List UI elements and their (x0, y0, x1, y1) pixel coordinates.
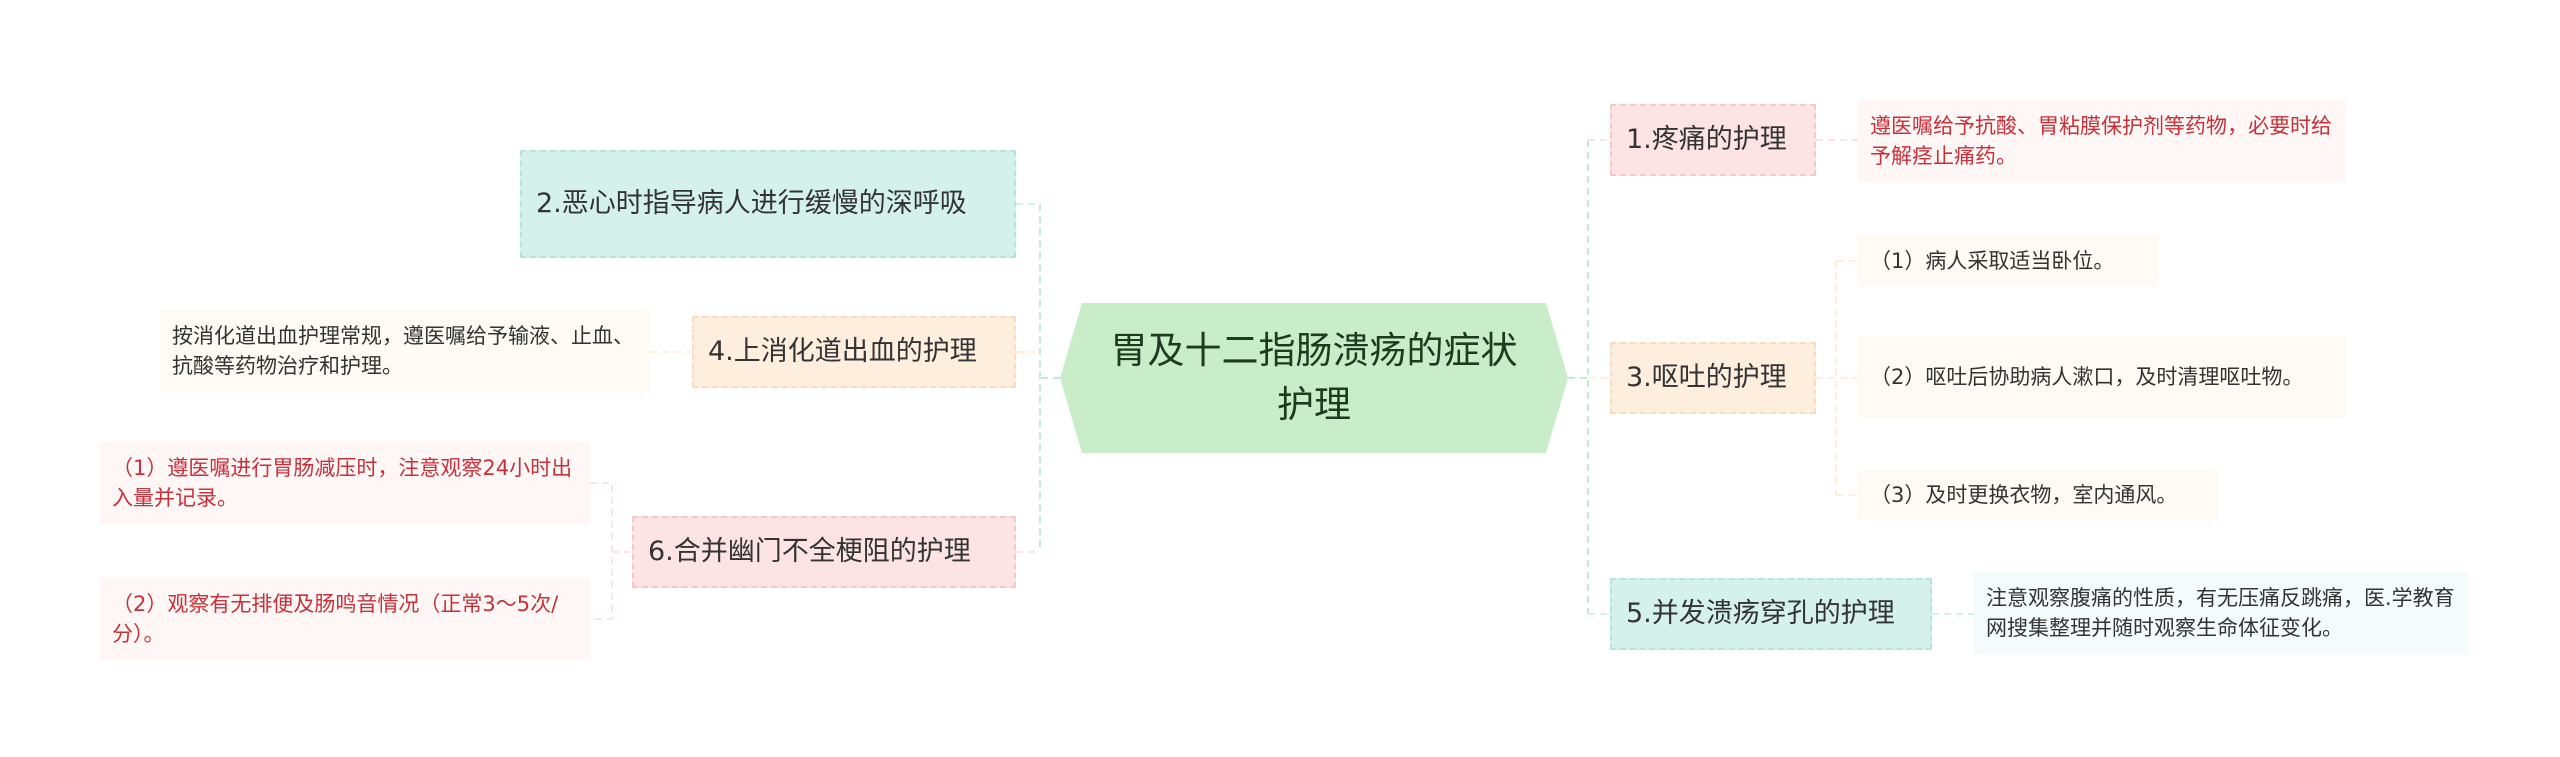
topic-vomiting-care[interactable]: 3.呕吐的护理 (1610, 342, 1816, 414)
leaf-perforation-observe: 注意观察腹痛的性质，有无压痛反跳痛，医.学教育网搜集整理并随时观察生命体征变化。 (1974, 572, 2468, 654)
topic-nausea-breathing[interactable]: 2.恶心时指导病人进行缓慢的深呼吸 (520, 150, 1016, 258)
leaf-text: 遵医嘱给予抗酸、胃粘膜保护剂等药物，必要时给予解痉止痛药。 (1870, 113, 2332, 168)
leaf-text: （3）及时更换衣物，室内通风。 (1870, 482, 2178, 507)
leaf-text: （1）遵医嘱进行胃肠减压时，注意观察24小时出入量并记录。 (112, 455, 573, 510)
root-topic-label: 胃及十二指肠溃疡的症状护理 (1110, 329, 1518, 426)
topic-label: 2.恶心时指导病人进行缓慢的深呼吸 (536, 188, 967, 220)
leaf-text: 按消化道出血护理常规，遵医嘱给予输液、止血、抗酸等药物治疗和护理。 (172, 323, 634, 378)
leaf-text: （2）观察有无排便及肠鸣音情况（正常3～5次/分）。 (112, 591, 559, 646)
topic-label: 3.呕吐的护理 (1626, 362, 1787, 394)
topic-pyloric-obstruction[interactable]: 6.合并幽门不全梗阻的护理 (632, 516, 1016, 588)
connector-leaves-pyloric (590, 482, 613, 620)
topic-perforation-care[interactable]: 5.并发溃疡穿孔的护理 (1610, 578, 1932, 650)
leaf-bowel-sounds: （2）观察有无排便及肠鸣音情况（正常3～5次/分）。 (100, 578, 590, 660)
leaf-text: 注意观察腹痛的性质，有无压痛反跳痛，医.学教育网搜集整理并随时观察生命体征变化。 (1986, 585, 2455, 640)
leaf-vomit-clothes: （3）及时更换衣物，室内通风。 (1858, 470, 2218, 520)
topic-pain-care[interactable]: 1.疼痛的护理 (1610, 104, 1816, 176)
topic-label: 4.上消化道出血的护理 (708, 336, 977, 368)
leaf-gastric-decompression: （1）遵医嘱进行胃肠减压时，注意观察24小时出入量并记录。 (100, 442, 590, 524)
topic-label: 1.疼痛的护理 (1626, 124, 1787, 156)
topic-label: 6.合并幽门不全梗阻的护理 (648, 536, 971, 568)
topic-gi-bleeding[interactable]: 4.上消化道出血的护理 (692, 316, 1016, 388)
leaf-vomit-rinse: （2）呕吐后协助病人漱口，及时清理呕吐物。 (1858, 336, 2346, 418)
leaf-pain-medication: 遵医嘱给予抗酸、胃粘膜保护剂等药物，必要时给予解痉止痛药。 (1858, 100, 2346, 182)
leaf-text: （1）病人采取适当卧位。 (1870, 248, 2115, 273)
topic-label: 5.并发溃疡穿孔的护理 (1626, 598, 1895, 630)
leaf-gi-bleeding-care: 按消化道出血护理常规，遵医嘱给予输液、止血、抗酸等药物治疗和护理。 (160, 310, 650, 392)
leaf-vomit-position: （1）病人采取适当卧位。 (1858, 236, 2158, 286)
leaf-text: （2）呕吐后协助病人漱口，及时清理呕吐物。 (1870, 364, 2304, 389)
root-topic[interactable]: 胃及十二指肠溃疡的症状护理 (1060, 303, 1568, 453)
